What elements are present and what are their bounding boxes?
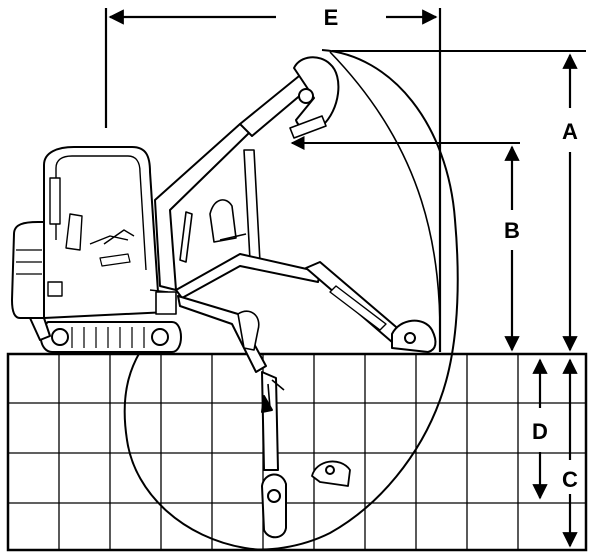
dimension-b <box>290 136 520 352</box>
dimension-e <box>104 8 442 352</box>
reach-arc <box>329 51 441 353</box>
operator-cab <box>43 146 169 319</box>
dimension-a <box>332 50 586 352</box>
label-d: D <box>532 419 548 444</box>
engine-hood <box>11 221 45 319</box>
bucket-digging <box>261 473 287 539</box>
excavator <box>11 146 182 353</box>
label-e: E <box>324 5 339 30</box>
label-b: B <box>504 218 520 243</box>
arm-position-digging <box>177 295 351 539</box>
ground-grid <box>6 352 588 552</box>
label-c: C <box>562 467 578 492</box>
working-range-envelope <box>123 49 459 551</box>
label-a: A <box>562 119 578 144</box>
operator-seat <box>65 213 83 251</box>
arm-position-extended <box>175 199 437 353</box>
